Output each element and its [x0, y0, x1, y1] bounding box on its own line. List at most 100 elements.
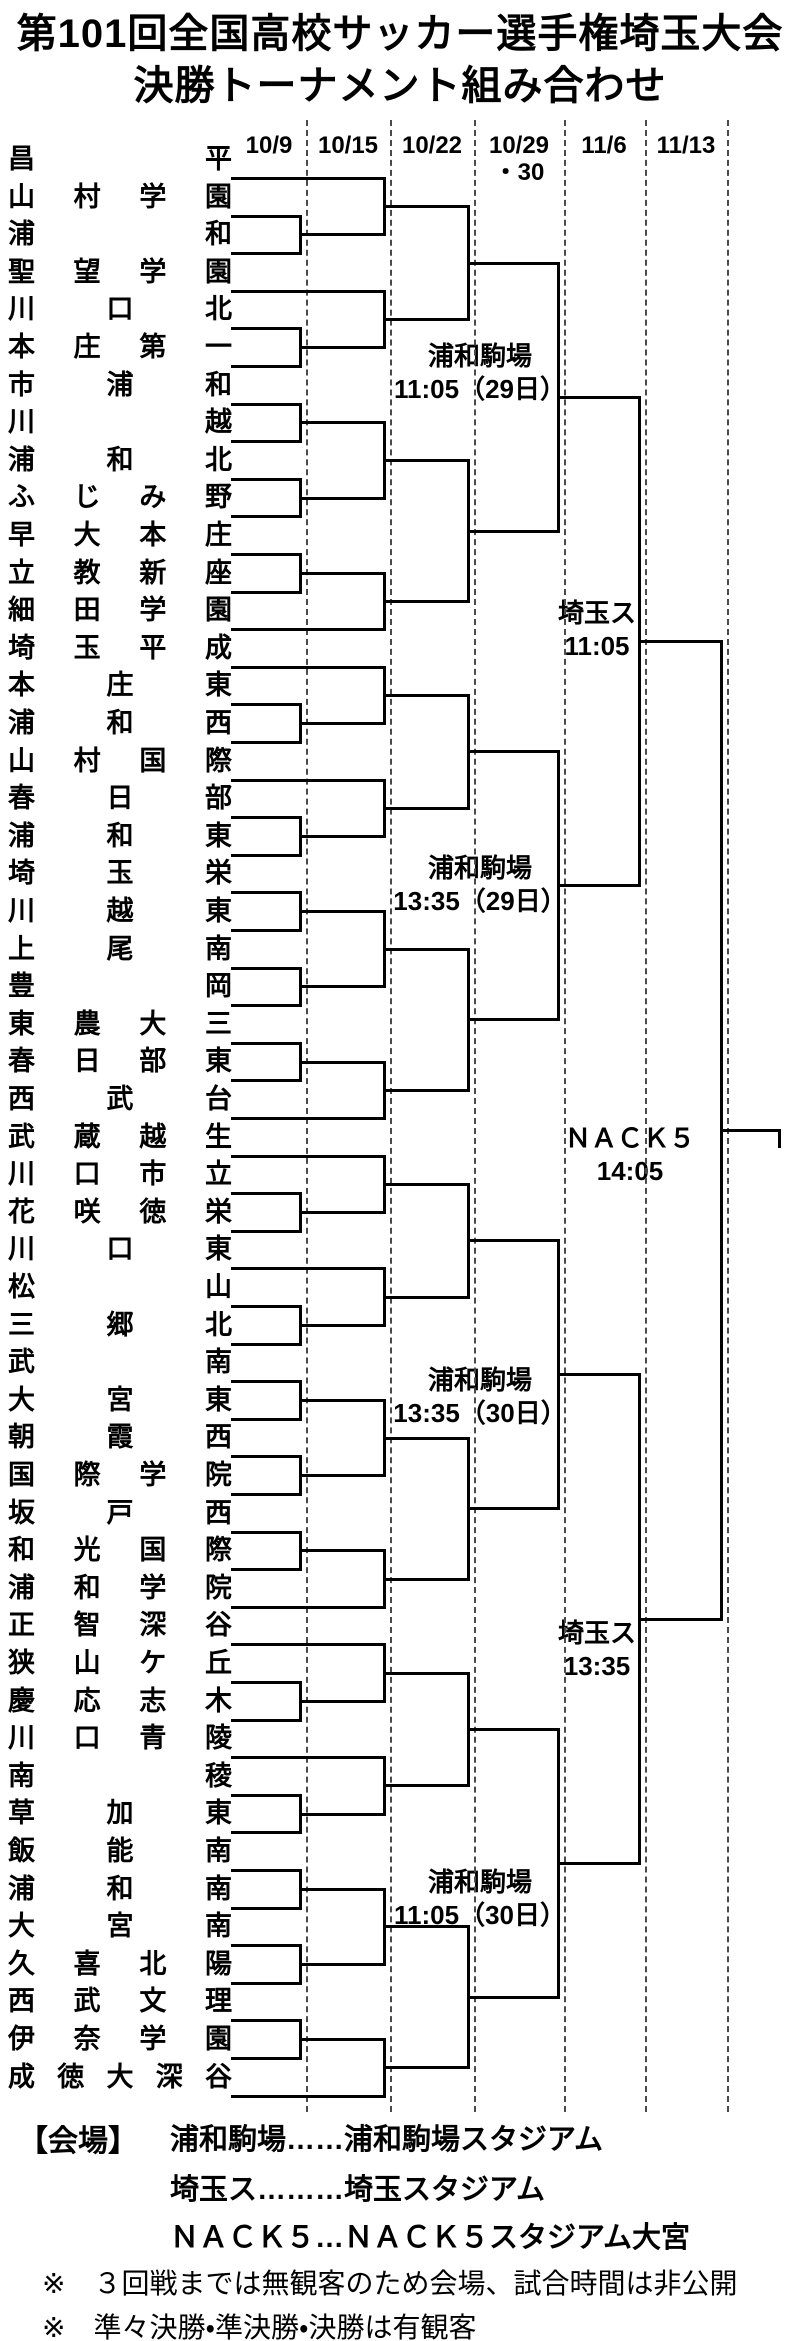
team-name: 東農大三: [8, 1008, 232, 1039]
team-name: 成徳大深谷: [8, 2061, 232, 2092]
bracket-line: [231, 816, 302, 820]
bracket-line: [720, 1128, 781, 1132]
team-name: 川越東: [8, 896, 232, 926]
team-name: 埼玉平成: [8, 632, 232, 663]
date-label: 11/13: [656, 132, 716, 159]
team-name: 浦和東: [8, 820, 232, 851]
team-name: 大宮南: [8, 1911, 232, 1942]
bracket-line: [467, 1239, 560, 1243]
bracket-line: [299, 835, 386, 838]
venue-label: 埼玉ス: [557, 1618, 636, 1648]
team-name: 浦和: [8, 219, 232, 250]
bracket-line: [557, 1861, 641, 1865]
time-label: 11:05（30日）: [394, 1900, 566, 1930]
bracket-line: [299, 1323, 386, 1327]
bracket-line: [383, 806, 470, 810]
team-name: 国際学院: [8, 1460, 232, 1490]
bracket-line: [231, 327, 302, 331]
venue-label: 埼玉ス: [557, 598, 636, 628]
bracket-line: [299, 496, 386, 500]
team-name: 浦和学院: [8, 1572, 232, 1603]
bracket-line: [383, 459, 470, 462]
team-name: 西武文理: [8, 1986, 232, 2017]
bracket-line: [383, 2066, 470, 2070]
bracket-line: [638, 1617, 723, 1621]
time-label: 13:35: [563, 1651, 631, 1681]
bracket-line: [231, 1455, 302, 1459]
bracket-line: [383, 1577, 470, 1581]
bracket-line: [231, 214, 302, 218]
team-name: 武南: [8, 1347, 232, 1378]
bracket-line: [231, 853, 302, 857]
bracket-line: [231, 1342, 302, 1346]
bracket-line: [231, 1004, 302, 1008]
team-name: 川口北: [8, 294, 232, 325]
bracket-line: [231, 1117, 386, 1120]
footnote: ※ 準々決勝・準決勝・決勝は有観客: [42, 2312, 477, 2341]
bracket-line: [467, 529, 560, 533]
team-name: 浦和北: [8, 444, 232, 475]
bracket-line: [231, 1568, 302, 1572]
bracket-line: [231, 1831, 302, 1835]
venue-legend-item: ＮＡＣＫ５…ＮＡＣＫ５スタジアム大宮: [170, 2222, 690, 2254]
bracket-line: [231, 628, 386, 632]
bracket-line: [383, 205, 470, 209]
bracket-line: [299, 346, 386, 350]
team-name: 春日部東: [8, 1046, 232, 1077]
bracket-line: [383, 318, 470, 321]
team-name: 豊岡: [8, 971, 232, 1002]
bracket-line: [383, 947, 470, 951]
bracket-line: [231, 402, 302, 406]
team-name: ふじみ野: [8, 482, 232, 513]
bracket-line: [299, 985, 386, 989]
match-annotation-sf1: 埼玉ス 11:05: [447, 597, 747, 663]
bracket-line: [231, 515, 302, 519]
venue-label: ＮＡＣＫ５: [564, 1123, 695, 1153]
time-label: 11:05（29日）: [394, 374, 566, 404]
date-label: 10/15: [317, 132, 379, 159]
date-column-separator: [564, 120, 566, 2112]
bracket-line: [231, 1906, 302, 1910]
bracket-line: [231, 1530, 302, 1534]
bracket-line: [231, 477, 302, 481]
venue-legend-header: 【会場】: [18, 2125, 138, 2158]
team-name: 浦和南: [8, 1873, 232, 1904]
match-annotation-qf1: 浦和駒場 11:05（29日）: [330, 340, 630, 406]
bracket-line: [231, 778, 386, 782]
bracket-line: [557, 395, 641, 399]
bracket-line: [467, 1018, 560, 1022]
time-label: 14:05: [596, 1156, 664, 1186]
team-name: 川越: [8, 407, 232, 438]
team-name: 本庄第一: [8, 332, 232, 362]
match-annotation-qf3: 浦和駒場 13:35（30日）: [330, 1364, 630, 1430]
bracket-line: [299, 1549, 386, 1553]
bracket-line: [299, 1963, 386, 1966]
time-label: 11:05: [564, 631, 630, 661]
bracket-line: [231, 177, 386, 180]
footnote: ※ ３回戦までは無観客のため会場、試合時間は非公開: [42, 2268, 738, 2299]
date-label: 11/6: [581, 132, 627, 159]
bracket-line: [383, 600, 470, 603]
venue-label: 浦和駒場: [427, 1867, 532, 1897]
bracket-line: [383, 1925, 470, 1929]
bracket-line: [383, 694, 470, 697]
match-annotation-sf2: 埼玉ス 13:35: [447, 1617, 747, 1683]
bracket-line: [383, 1436, 470, 1440]
team-name: 狭山ケ丘: [8, 1648, 232, 1678]
bracket-line: [231, 1192, 302, 1196]
bracket-line: [383, 1088, 470, 1092]
bracket-line: [778, 1128, 781, 1148]
bracket-line: [231, 252, 302, 256]
team-name: 武蔵越生: [8, 1121, 232, 1152]
bracket-line: [383, 1671, 470, 1675]
date-column-separator: [306, 120, 308, 2112]
match-annotation-qf2: 浦和駒場 13:35（29日）: [330, 852, 630, 918]
team-name: 松山: [8, 1272, 232, 1302]
time-label: 13:35（29日）: [393, 886, 567, 916]
team-name: 川口青陵: [8, 1723, 232, 1754]
team-name: 聖望学園: [8, 256, 232, 287]
match-annotation-final: ＮＡＣＫ５ 14:05: [480, 1122, 780, 1188]
bracket-line: [231, 1981, 302, 1985]
bracket-line: [231, 665, 386, 669]
